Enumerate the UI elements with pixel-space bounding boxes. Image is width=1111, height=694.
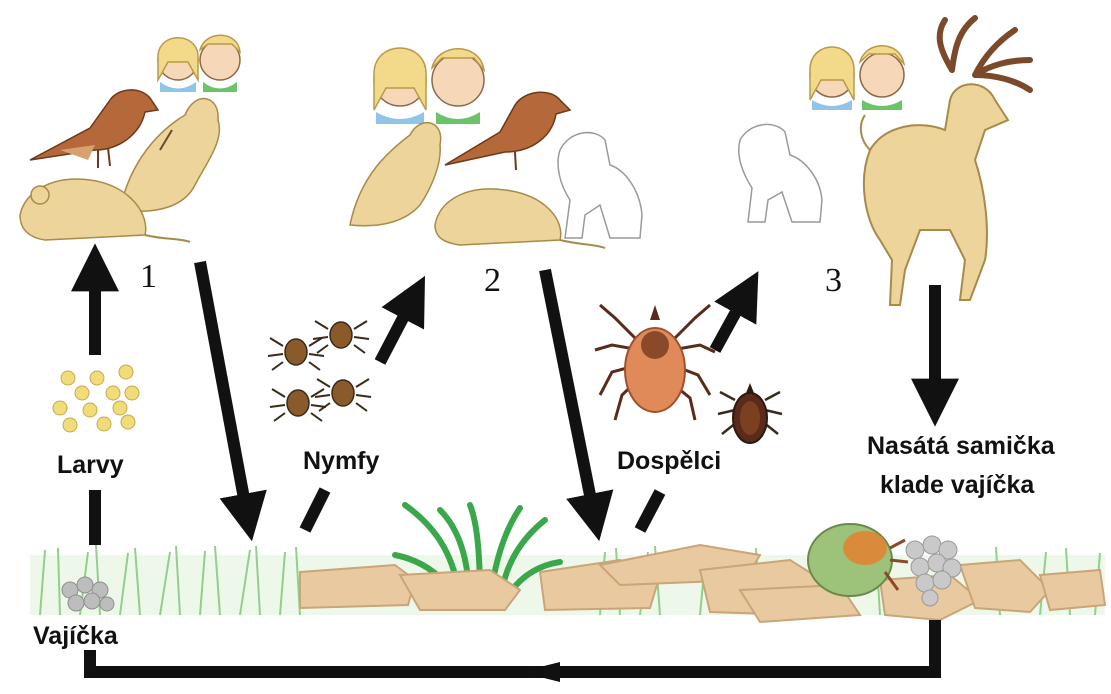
- return-arrow: [90, 620, 935, 682]
- stage2-hosts: [350, 48, 642, 248]
- larvae-label: Larvy: [57, 451, 124, 480]
- stage1-drop-arrow: [200, 262, 248, 520]
- stage-number-1: 1: [140, 258, 157, 296]
- stage2-drop-arrow: [545, 270, 595, 520]
- eggs-label: Vajíčka: [33, 622, 118, 651]
- adult-female-tick-icon: [595, 305, 715, 420]
- engorged-female-label-line1: Nasátá samička: [867, 432, 1055, 461]
- dog-icon-2: [558, 133, 642, 238]
- nymphs-label: Nymfy: [303, 447, 379, 476]
- nymph-ticks-icon: [268, 321, 371, 421]
- bird-icon-1: [30, 90, 158, 168]
- stage-number-3: 3: [825, 262, 842, 300]
- engorged-female-label-line2: klade vajíčka: [880, 471, 1034, 500]
- stage3-hosts: [739, 18, 1030, 305]
- nymphs-to-hosts-arrow: [305, 295, 415, 530]
- children-faces-icon-1: [158, 35, 240, 92]
- adults-label: Dospělci: [617, 447, 721, 476]
- children-faces-icon-3: [810, 46, 904, 110]
- chipmunk-icon-2: [350, 123, 441, 226]
- children-faces-icon-2: [374, 48, 484, 124]
- larvae-cluster-icon: [53, 365, 139, 432]
- stage-number-2: 2: [484, 262, 501, 300]
- engorged-female-tick-icon: [808, 524, 908, 596]
- adult-male-tick-icon: [718, 383, 782, 443]
- stage1-hosts: [20, 35, 240, 242]
- dog-icon-3: [739, 124, 822, 222]
